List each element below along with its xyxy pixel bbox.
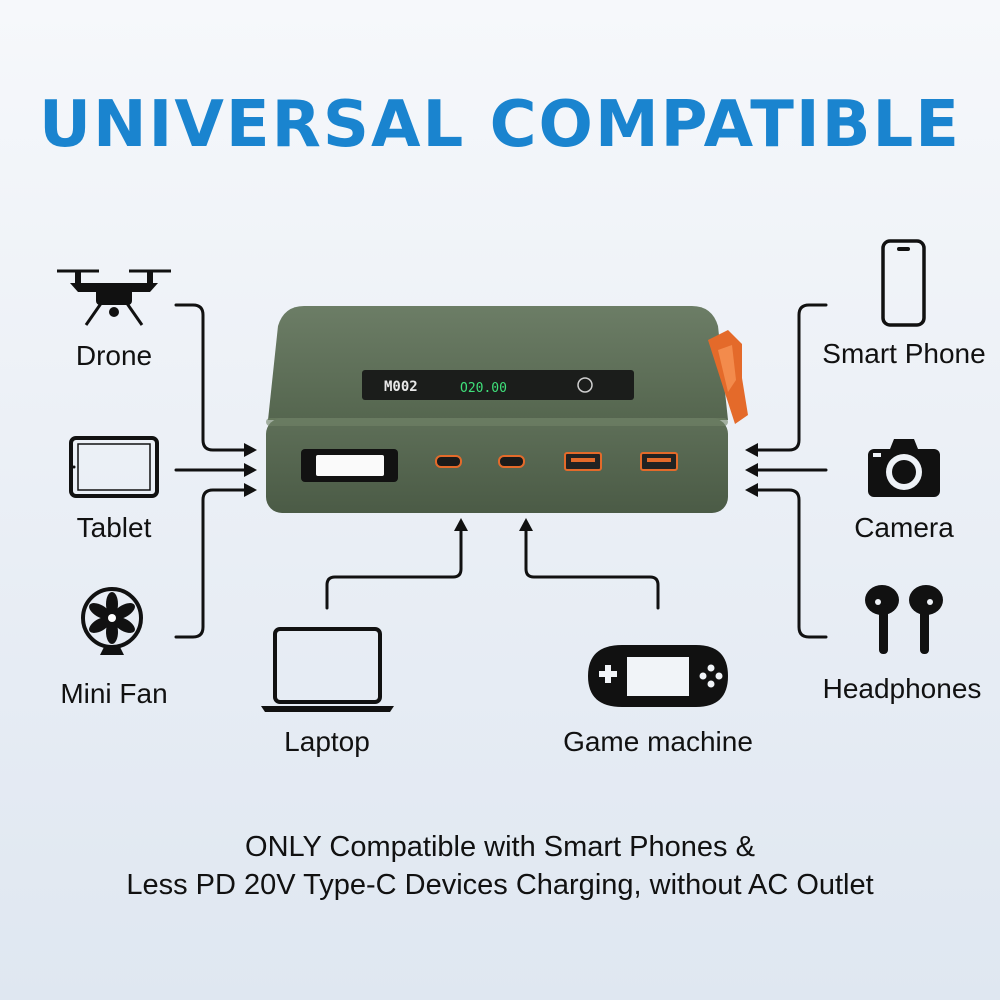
headphones-icon (865, 585, 943, 654)
drone-icon (57, 269, 171, 326)
game-machine-icon (588, 645, 728, 707)
label-smart-phone: Smart Phone (822, 338, 986, 369)
footnote-line-1: ONLY Compatible with Smart Phones & (245, 831, 755, 863)
arrow-headphones (750, 488, 828, 639)
camera-icon (868, 439, 940, 497)
label-laptop: Laptop (284, 726, 370, 757)
arrow-fan (174, 488, 252, 639)
arrowheads (244, 443, 758, 531)
lcd-text-right: O20.00 (460, 381, 507, 396)
label-camera: Camera (854, 512, 954, 543)
label-mini-fan: Mini Fan (60, 678, 168, 709)
footnote-line-2: Less PD 20V Type-C Devices Charging, wit… (126, 869, 874, 901)
arrow-laptop (325, 525, 463, 610)
smart-phone-icon (881, 239, 926, 327)
label-drone: Drone (75, 340, 153, 371)
arrow-game (524, 525, 660, 610)
laptop-icon (261, 627, 394, 712)
lcd-display (362, 370, 634, 400)
page-title: UNIVERSAL COMPATIBLE (39, 88, 961, 162)
label-tablet: Tablet (76, 512, 152, 543)
lcd-text-left: M002 (384, 379, 418, 395)
power-button-icon (577, 377, 593, 393)
connector-arrows (174, 303, 828, 639)
tablet-icon (69, 436, 159, 498)
usb-c-port-2 (498, 455, 525, 468)
usb-c-port-1 (435, 455, 462, 468)
power-bank: M002 O20.00 (266, 306, 748, 513)
arrow-phone (750, 303, 828, 452)
fan-icon (81, 587, 143, 655)
arrow-drone (174, 303, 252, 452)
label-game-machine: Game machine (563, 726, 753, 757)
label-headphones: Headphones (822, 673, 982, 704)
